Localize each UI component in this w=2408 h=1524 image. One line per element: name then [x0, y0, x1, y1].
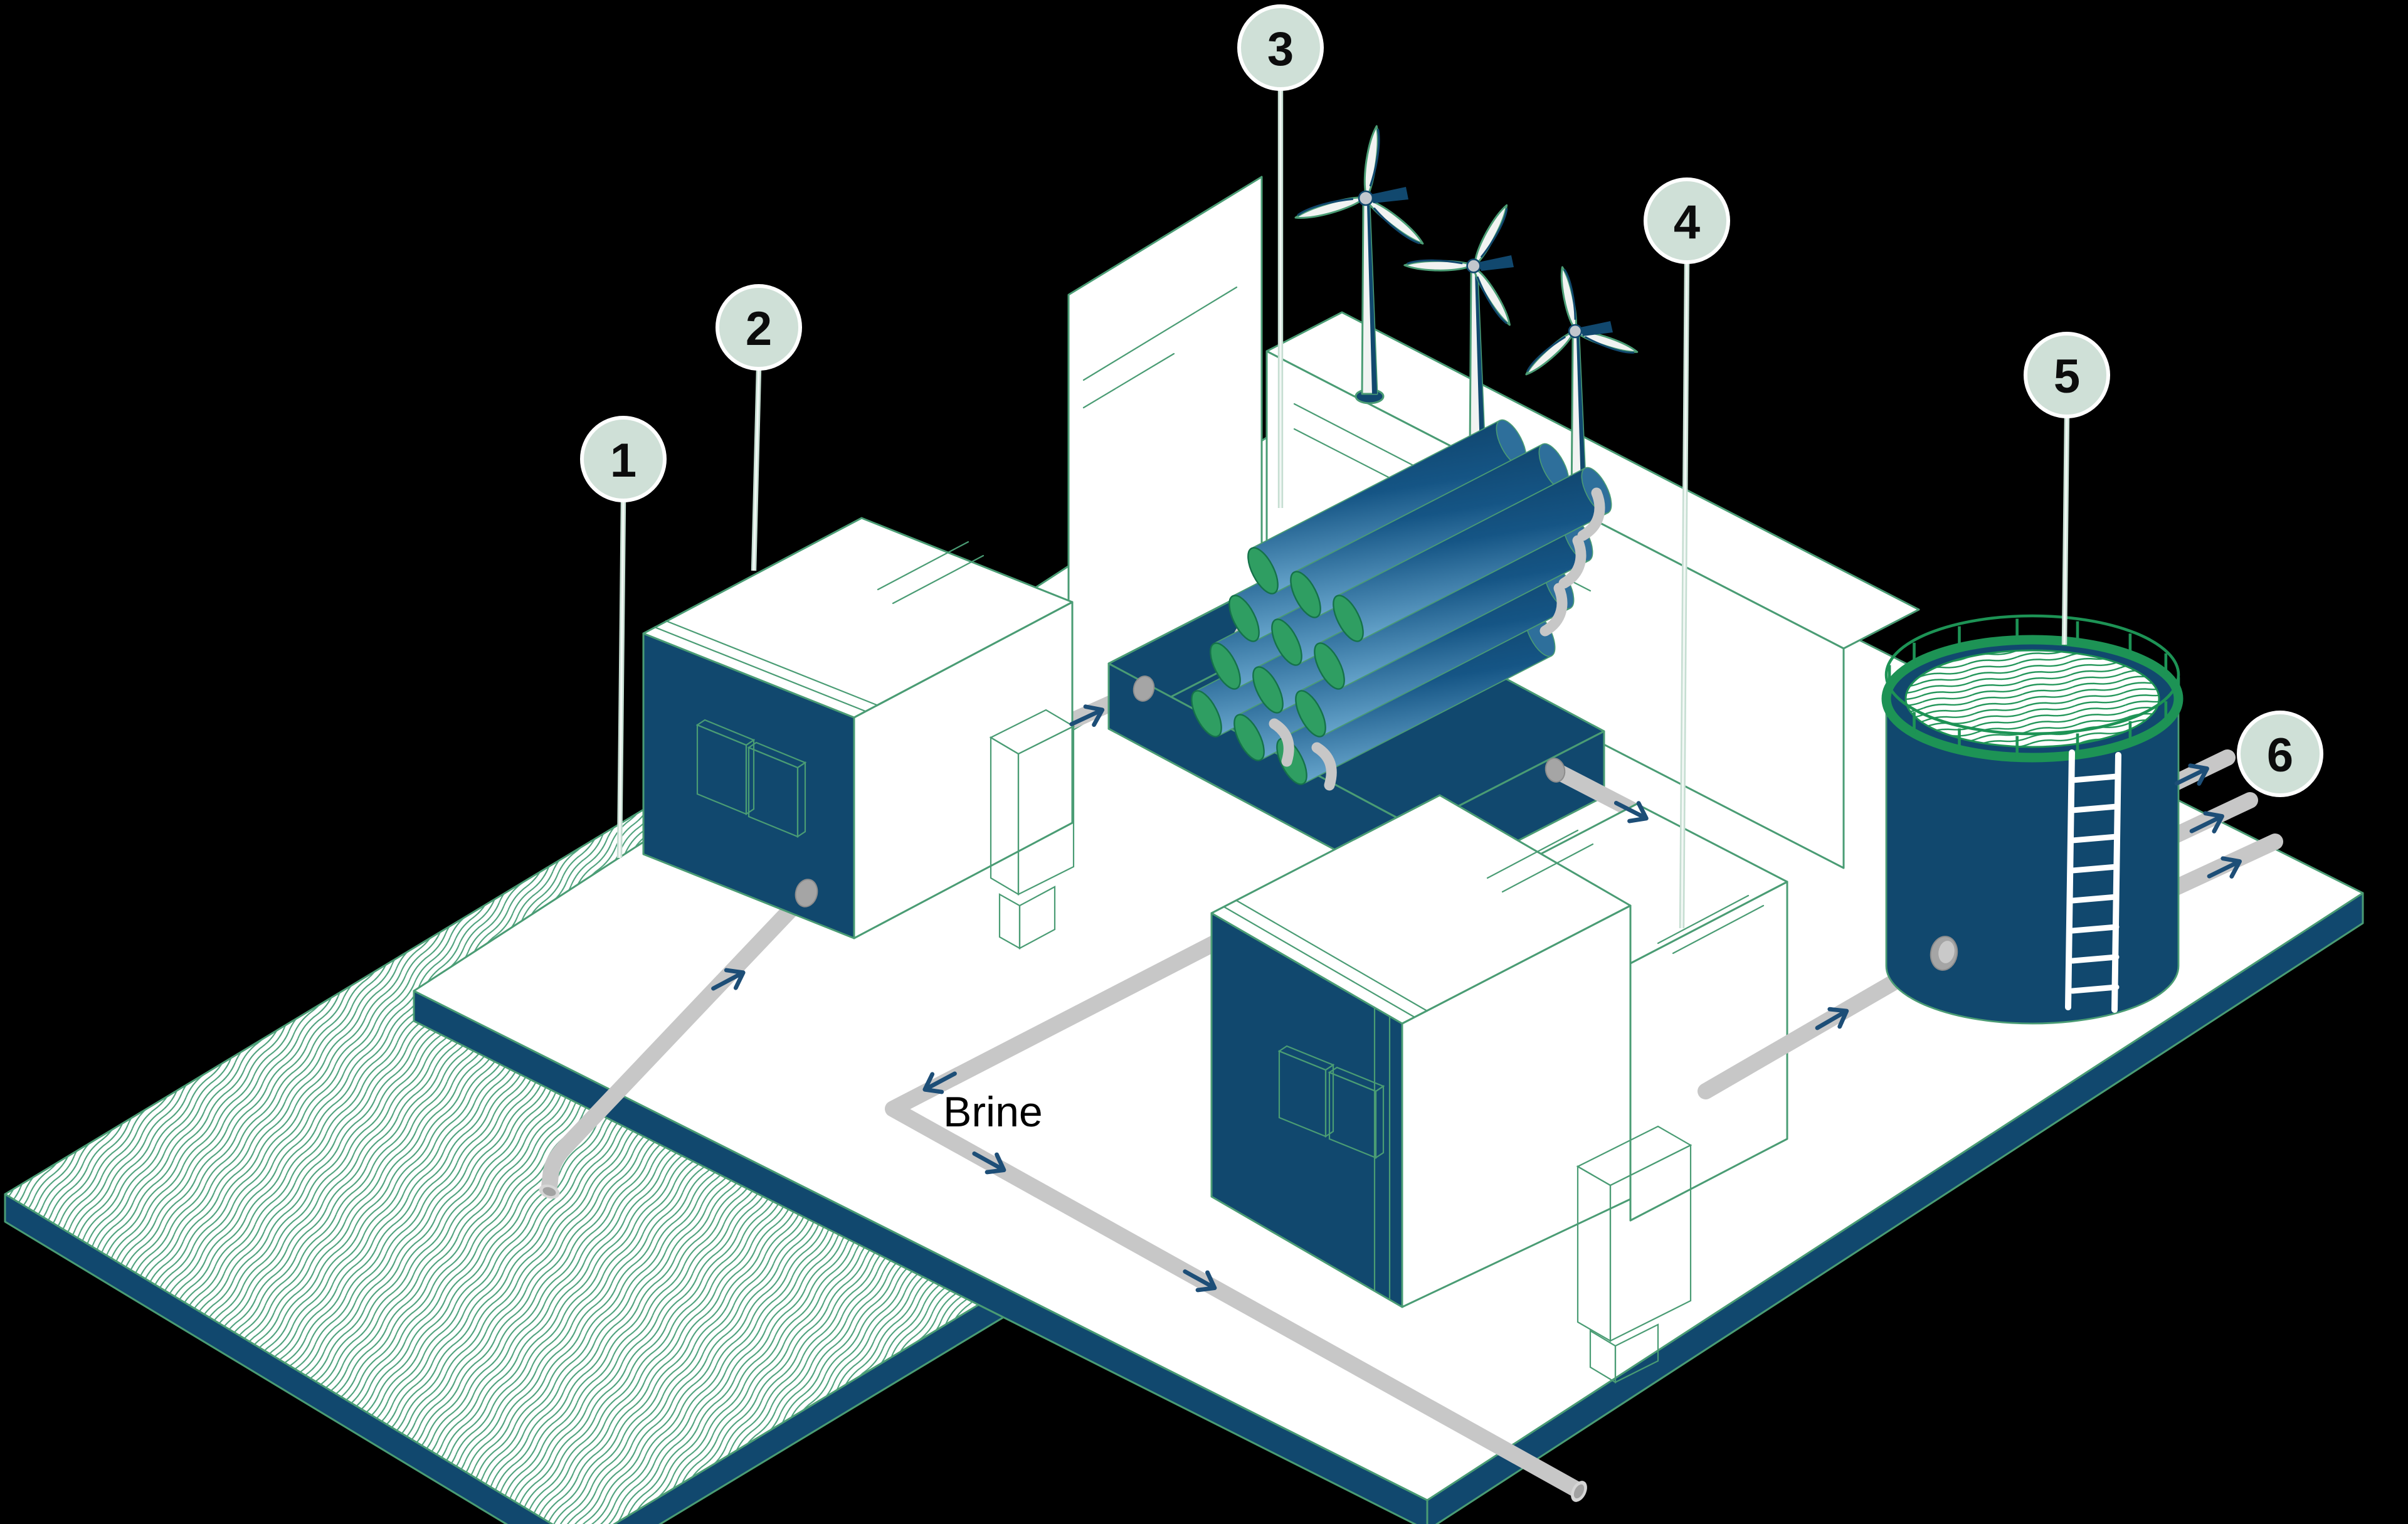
callout-2: 2: [716, 284, 802, 371]
ro-membrane-rack: [1107, 419, 1612, 894]
membrane-vessel-cap: [1191, 690, 1222, 738]
turbine-hub: [1358, 190, 1374, 206]
callout-1-label: 1: [610, 434, 636, 487]
vessel-connector-elbow: [1539, 583, 1568, 637]
membrane-vessel-cap: [1314, 642, 1345, 690]
wind-turbine-1: [1294, 125, 1424, 405]
ladder-rung: [2069, 773, 2120, 783]
callout-6-label: 6: [2267, 729, 2293, 782]
callout-3: 3: [1237, 4, 1324, 91]
membrane-vessel-cap: [1233, 714, 1265, 761]
callout-2-circle: [716, 284, 802, 371]
rack-inlet-flange: [1133, 675, 1155, 702]
turbine-hub: [1568, 324, 1583, 339]
callout-1-circle: [580, 416, 667, 502]
membrane-vessel-cap: [1271, 618, 1302, 666]
vessel-connector-elbow: [1558, 535, 1587, 589]
building2-roof: [1210, 794, 1632, 1025]
tank-inlet-flange: [1930, 936, 1958, 971]
wind-turbines: [1294, 125, 1639, 517]
rotor: [1525, 266, 1639, 376]
ladder-rung: [2069, 864, 2120, 874]
ladder-rung: [2069, 833, 2120, 844]
tank-railing-rail: [1884, 614, 2180, 736]
callout-1: 1: [580, 416, 667, 502]
membrane-vessel-cap: [1290, 571, 1321, 618]
brine-label: Brine: [943, 1088, 1043, 1136]
building2-side-unit: [1576, 1125, 1692, 1384]
tank-water-waves: [1906, 650, 2159, 747]
building1-panel-2: [747, 741, 807, 839]
callout-6-circle: [2237, 711, 2323, 797]
callout-5: 5: [2024, 332, 2110, 418]
membrane-vessel-cap: [1333, 595, 1364, 642]
building1-panel-1: [695, 719, 756, 816]
callout-4-label: 4: [1674, 196, 1700, 249]
membrane-vessel-cap: [1247, 547, 1279, 595]
callout-3-circle: [1237, 4, 1324, 91]
building2-panel-1: [1277, 1045, 1335, 1138]
callout-3-label: 3: [1267, 23, 1294, 76]
callout-5-label: 5: [2054, 350, 2080, 403]
wind-turbine-2: [1403, 204, 1514, 462]
storage-tank: [1881, 614, 2184, 1025]
membrane-vessel-cap: [1210, 642, 1241, 690]
callout-6: 6: [2237, 711, 2323, 797]
turbine-hub: [1466, 258, 1481, 273]
callout-2-label: 2: [746, 302, 772, 356]
membrane-vessels: [1191, 419, 1612, 785]
ladder-rung: [2069, 924, 2120, 934]
building2-panel-2: [1328, 1066, 1385, 1160]
vessel-connector-elbow: [1577, 487, 1605, 541]
rotor: [1294, 125, 1424, 245]
tank-ladder: [2065, 749, 2121, 1013]
brine-pipe-open-end: [1571, 1481, 1587, 1502]
callout-4: 4: [1644, 177, 1730, 264]
ladder-rung: [2069, 954, 2120, 964]
membrane-vessel-cap: [1252, 666, 1284, 714]
membrane-vessel-cap: [1228, 595, 1260, 642]
rack-outlet-flange: [1545, 758, 1566, 783]
intake-pump-station: [642, 517, 1075, 950]
vessel-connector-pipes: [1269, 718, 1337, 791]
distribution-pipe-3: [2167, 833, 2283, 896]
building1-roof: [642, 517, 1074, 719]
ladder-rung: [2069, 803, 2120, 813]
membrane-vessel-cap: [1295, 690, 1326, 738]
rotor: [1403, 204, 1514, 326]
intake-pipe-open-end: [539, 1184, 560, 1199]
intake-pipe-flange: [795, 879, 818, 908]
callout-leaders: [616, 89, 2070, 929]
seawater-intake-pipe: [541, 885, 815, 1195]
wind-turbine-3: [1525, 266, 1639, 517]
building2-left-section: [1210, 794, 1632, 1308]
posttreatment-building: [1210, 794, 1788, 1384]
callout-5-circle: [2024, 332, 2110, 418]
ladder-rung: [2069, 894, 2120, 904]
ladder-rung: [2069, 984, 2120, 994]
tank-railing: [1888, 618, 2180, 758]
building1-side-unit: [989, 709, 1075, 950]
callout-4-circle: [1644, 177, 1730, 264]
